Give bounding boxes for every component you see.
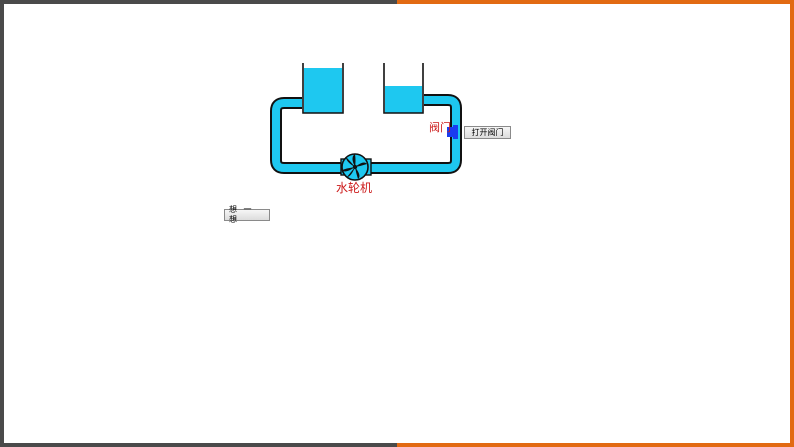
frame-top-left (0, 0, 397, 4)
left-tank (302, 63, 344, 114)
valve-label: 阀门 (429, 121, 451, 134)
turbine-label: 水轮机 (336, 181, 373, 195)
frame-bottom-left (0, 443, 397, 447)
valve-icon[interactable] (447, 125, 458, 139)
frame-bottom-right (397, 443, 794, 447)
think-button[interactable]: 想 一 想 (224, 205, 270, 224)
frame-left (0, 0, 4, 447)
turbine-icon (340, 153, 372, 181)
right-tank (383, 63, 424, 114)
open-valve-button[interactable]: 打开阀门 (464, 126, 511, 139)
frame-right (790, 0, 794, 447)
frame-top-right (397, 0, 794, 4)
